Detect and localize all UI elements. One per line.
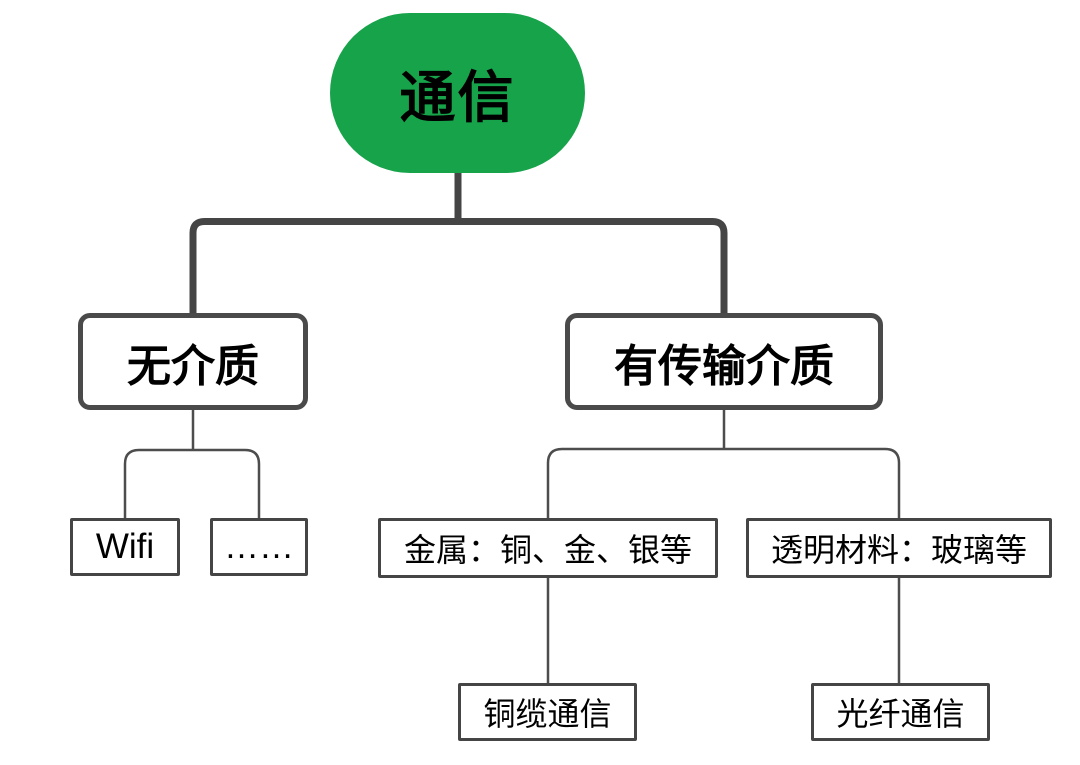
node-branch-no-medium[interactable]: 无介质 xyxy=(78,313,308,410)
node-root-communication[interactable]: 通信 xyxy=(330,13,585,173)
connector-wired-bracket xyxy=(546,447,901,519)
node-leaf-copper-cable-communication[interactable]: 铜缆通信 xyxy=(458,683,637,741)
connector-wireless-bracket xyxy=(123,448,261,519)
node-leaf-wifi[interactable]: Wifi xyxy=(70,518,180,576)
connector-level1-bracket xyxy=(189,218,728,316)
node-branch-transmission-medium[interactable]: 有传输介质 xyxy=(565,313,883,410)
node-leaf-fiber-optic-communication[interactable]: 光纤通信 xyxy=(811,683,990,741)
node-leaf-metal-materials[interactable]: 金属：铜、金、银等 xyxy=(378,518,718,578)
node-leaf-ellipsis[interactable]: …… xyxy=(210,518,308,576)
node-leaf-transparent-materials[interactable]: 透明材料：玻璃等 xyxy=(746,518,1052,578)
